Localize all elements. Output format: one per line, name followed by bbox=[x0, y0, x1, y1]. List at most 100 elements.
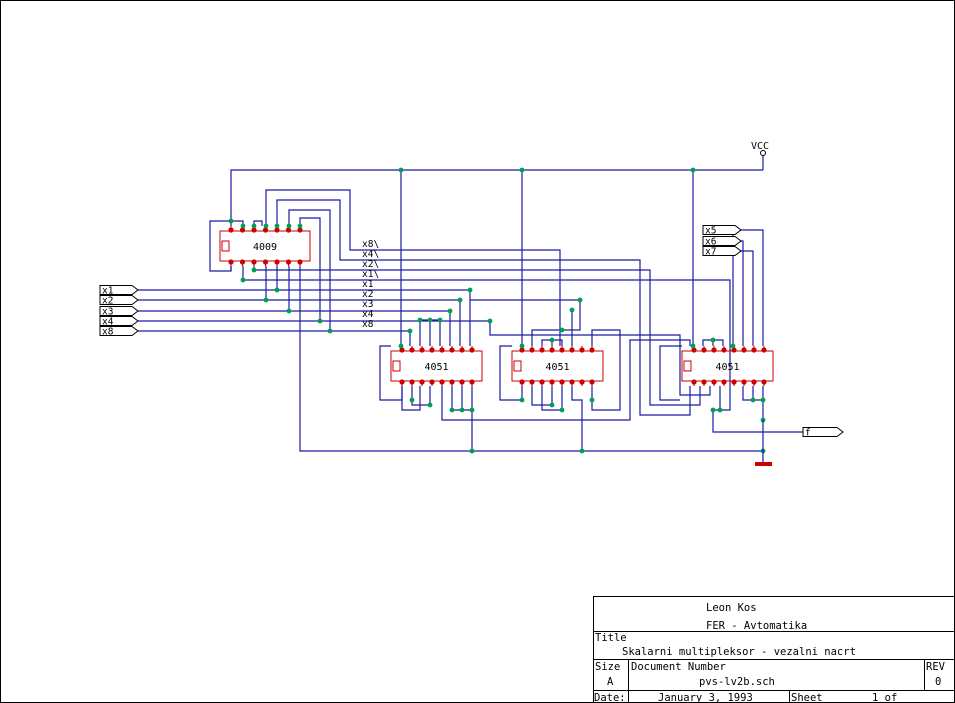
chip-4051-c-pin bbox=[721, 379, 727, 385]
chip-4051-c-pin bbox=[701, 379, 707, 385]
junction-dot bbox=[717, 407, 723, 413]
author-text: Leon Kos bbox=[706, 602, 757, 614]
chip-4051-b-pin bbox=[589, 347, 595, 353]
junction-dot bbox=[274, 223, 280, 229]
input-port-x3-label: x3 bbox=[102, 307, 113, 318]
u1-loop bbox=[209, 220, 244, 272]
chip-4051-a-pin bbox=[439, 379, 445, 385]
net-x4n bbox=[276, 199, 691, 416]
chip-4051-b-pin bbox=[579, 347, 585, 353]
junction-dot bbox=[447, 308, 453, 314]
date-value: January 3, 1993 bbox=[658, 692, 753, 703]
junction-dot bbox=[457, 297, 463, 303]
chip-4051-c-pin bbox=[741, 347, 747, 353]
junction-dot bbox=[251, 267, 257, 273]
chip-4009-pin bbox=[285, 259, 292, 265]
chip-4051-c-pin bbox=[691, 347, 697, 353]
chip-4051-c-pin bbox=[711, 347, 717, 353]
chip-4051-c-pin bbox=[751, 347, 757, 353]
bus-x3 bbox=[138, 310, 451, 346]
bus-label: x4\ bbox=[362, 249, 379, 260]
input-port-x5-label: x5 bbox=[705, 226, 716, 237]
chip-4051-b-pin bbox=[589, 379, 595, 385]
title-caption: Title bbox=[595, 632, 627, 644]
input-port-x7-label: x7 bbox=[705, 247, 716, 258]
chip-4051-b-pin bbox=[559, 347, 565, 353]
bus-label: x2 bbox=[362, 289, 373, 300]
chip-4051-b-pin bbox=[519, 347, 525, 353]
junction-dot bbox=[263, 297, 269, 303]
chip-4009-pin bbox=[297, 227, 303, 233]
input-port-x5 bbox=[702, 225, 742, 235]
chip-4051-a-pin bbox=[399, 379, 405, 385]
chip-4051-a-pin bbox=[469, 379, 475, 385]
chip-4051-a-pin bbox=[409, 379, 415, 385]
chip-4009-pin bbox=[228, 259, 234, 265]
sheet-value: 1 of bbox=[872, 692, 897, 703]
net-x6 bbox=[740, 240, 744, 346]
junction-dot bbox=[589, 397, 595, 403]
chip-4051-b-pin bbox=[529, 379, 535, 385]
chip-4009-pin bbox=[239, 259, 246, 265]
input-port-x1 bbox=[99, 285, 139, 295]
junction-dot bbox=[409, 397, 415, 403]
chip-4009-pin bbox=[262, 227, 269, 233]
chip-4051-a-pin bbox=[419, 379, 425, 385]
chip-4051-b-pin bbox=[539, 379, 545, 385]
junction-dot bbox=[228, 218, 234, 224]
chip-4051-a-label: 4051 bbox=[424, 362, 448, 373]
title-block-text: Leon Kos FER - Avtomatika Title Skalarni… bbox=[594, 602, 946, 703]
chip-4051-b-pin bbox=[559, 379, 565, 385]
junction-dot bbox=[286, 308, 292, 314]
input-port-x3 bbox=[99, 306, 139, 316]
chip-4051-a-pin bbox=[459, 379, 465, 385]
u3-top-1 bbox=[470, 299, 581, 346]
junction-dot bbox=[690, 343, 696, 349]
bus-label: x1\ bbox=[362, 269, 379, 280]
bus-x8 bbox=[138, 330, 411, 346]
junction-dot bbox=[577, 297, 583, 303]
junction-layer bbox=[228, 167, 766, 454]
junction-dot bbox=[427, 317, 433, 323]
input-port-x1-label: x1 bbox=[102, 286, 114, 297]
sheet-caption: Sheet bbox=[791, 692, 823, 703]
chip-4051-c-pin bbox=[751, 379, 757, 385]
bus-label: x2\ bbox=[362, 259, 379, 270]
bus-label: x8\ bbox=[362, 239, 379, 250]
u2-out bbox=[441, 339, 691, 421]
bus-x2 bbox=[138, 299, 461, 346]
junction-dot bbox=[559, 407, 565, 413]
chip-4009-pin bbox=[251, 259, 257, 265]
size-value: A bbox=[607, 676, 614, 688]
chip-4051-c-pin bbox=[761, 379, 767, 385]
input-port-x6 bbox=[702, 236, 742, 246]
junction-dot bbox=[469, 448, 475, 454]
u4-left bbox=[659, 345, 682, 401]
input-port-x4-label: x4 bbox=[102, 317, 114, 328]
chip-4051-c-pin bbox=[731, 379, 737, 385]
chip-4009-pin bbox=[274, 227, 280, 233]
chip-4051-a-pin bbox=[409, 347, 415, 353]
chip-4051-c-label: 4051 bbox=[715, 362, 739, 373]
junction-dot bbox=[459, 407, 465, 413]
junction-dot bbox=[710, 407, 716, 413]
junction-dot bbox=[427, 402, 433, 408]
chip-4051-a-pin bbox=[429, 379, 435, 385]
junction-dot bbox=[449, 407, 455, 413]
chip-4051-c-pin bbox=[731, 347, 737, 353]
chip-4009-pin bbox=[297, 259, 303, 265]
chip-4051-a-pin bbox=[449, 347, 455, 353]
junction-dot bbox=[286, 223, 292, 229]
chip-4051-a-pin bbox=[399, 347, 405, 353]
bus-label: x1 bbox=[362, 279, 374, 290]
chip-4051-a-pin bbox=[429, 347, 435, 353]
junction-dot bbox=[317, 318, 323, 324]
bus-x4 bbox=[138, 320, 711, 396]
chip-4009-pin bbox=[274, 259, 280, 265]
junction-dot bbox=[569, 307, 575, 313]
chip-4009-pin bbox=[251, 227, 257, 233]
date-caption: Date: bbox=[594, 692, 626, 703]
junction-dot bbox=[519, 397, 525, 403]
